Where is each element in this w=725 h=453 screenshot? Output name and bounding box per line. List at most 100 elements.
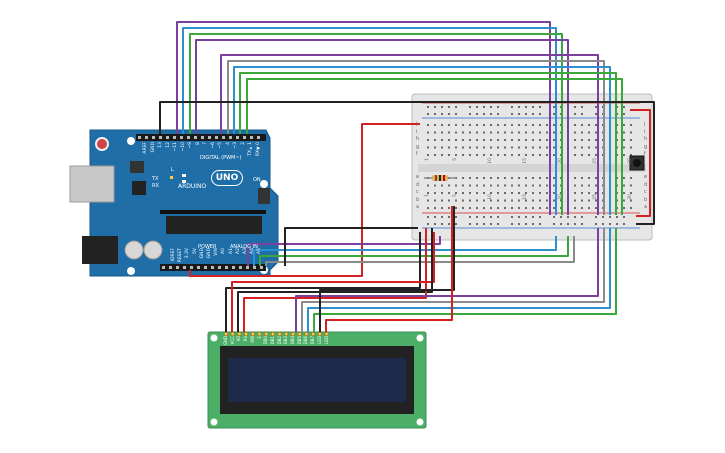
resistor — [424, 175, 456, 181]
power-analog-pin-label: GND — [207, 248, 212, 259]
wire-purple-3 — [220, 54, 599, 215]
breadboard-column-number: 30 — [628, 158, 633, 164]
lcd-module — [207, 331, 427, 429]
digital-pin-label: RX◀0 — [255, 142, 261, 157]
wire-purple-5 — [295, 228, 599, 332]
wire-green-2 — [239, 72, 617, 215]
wire-black-5 — [284, 227, 418, 266]
wire-red-3 — [231, 232, 435, 332]
arduino-model-badge: UNO — [211, 170, 243, 186]
breadboard-row-letter: e — [416, 174, 420, 180]
lcd-pin-label: RS — [243, 336, 249, 342]
lcd-pin-label: LED — [316, 336, 322, 344]
breadboard-column-number: 30 — [628, 194, 633, 200]
breadboard-row-letter: b — [644, 196, 648, 203]
breadboard-row-letter: d — [416, 181, 420, 188]
lcd-pin-label: V0 — [236, 336, 242, 342]
breadboard-column-number: 20 — [558, 194, 563, 200]
wire-black-2 — [420, 101, 655, 225]
wire-blue-2 — [233, 66, 611, 215]
breadboard-row-letter: c — [644, 189, 647, 195]
usb-port — [69, 165, 115, 203]
wire-black-3 — [225, 232, 421, 332]
power-analog-pin-label: A5 — [257, 248, 263, 254]
power-analog-pin-label: A0 — [221, 248, 227, 254]
tx-indicator-label: TX — [152, 176, 159, 182]
breadboard-row-letter: h — [644, 136, 648, 142]
lcd-pin-label: DB2 — [276, 336, 282, 345]
lcd-pin-label: DB6 — [303, 336, 309, 345]
lcd-pin-label: DB5 — [296, 336, 302, 345]
breadboard-column-number: 5 — [453, 194, 458, 197]
lcd-pin-label: DB4 — [290, 336, 295, 345]
power-analog-pin-label: VIN — [214, 248, 220, 256]
breadboard-row-letter: c — [416, 189, 419, 195]
atmega-chip — [166, 216, 262, 234]
lcd-pin-label: LED — [323, 336, 329, 344]
wire-red-1 — [189, 123, 420, 277]
wire-green-5 — [313, 228, 617, 332]
breadboard-row-letter: f — [644, 151, 646, 157]
analog-header-label: ANALOG IN — [230, 244, 258, 250]
lcd-pin-label: DB1 — [269, 336, 275, 345]
digital-pin-label: 2 — [240, 142, 246, 145]
wire-purple-2 — [195, 39, 569, 215]
wires — [159, 21, 655, 332]
breadboard-column-number: 5 — [453, 158, 458, 161]
digital-pin-label: AREF — [143, 142, 148, 154]
breadboard-row-letter: h — [416, 136, 420, 142]
breadboard-column-number: 10 — [488, 194, 493, 200]
power-analog-pin-label: 3.3V — [185, 248, 191, 259]
wire-black-6 — [319, 206, 455, 332]
power-analog-pin-label: IOREF — [171, 248, 176, 262]
lcd-pin-label: DB7 — [310, 336, 316, 345]
breadboard-row-letter: f — [416, 151, 418, 157]
power-header-label: POWER — [198, 244, 217, 250]
push-button[interactable] — [629, 155, 645, 171]
breadboard-row-letter: a — [644, 204, 648, 210]
digital-pin-label: ~11 — [173, 142, 178, 152]
lcd-pin-label: E — [256, 336, 262, 339]
lcd-pin-label: DB3 — [283, 336, 289, 345]
digital-pin-label: 8 — [195, 142, 201, 145]
wire-red-4 — [243, 228, 427, 332]
breadboard-row-letter: i — [644, 128, 646, 135]
breadboard-column-number: 20 — [558, 158, 563, 164]
digital-pin-label: GND — [150, 142, 156, 153]
wire-black-4 — [237, 228, 433, 332]
digital-pin-label: ~5 — [218, 142, 223, 149]
header-pins — [138, 136, 263, 269]
wire-red-2 — [630, 109, 651, 217]
breadboard-row-letter: g — [416, 143, 420, 150]
wire-blue-3 — [253, 236, 557, 266]
breadboard-column-number: 25 — [593, 194, 598, 200]
breadboard-row-letter: a — [416, 204, 420, 210]
wire-purple-1 — [176, 21, 551, 215]
digital-pin-label: ~6 — [210, 142, 216, 149]
wire-green-4 — [259, 236, 569, 266]
power-jack — [82, 236, 118, 264]
power-analog-pin-label: A2 — [235, 248, 241, 254]
digital-pin-label: ~9 — [188, 142, 193, 149]
lcd-pin-label: GND — [223, 336, 228, 346]
on-indicator-label: ON — [253, 177, 261, 183]
breadboard-row-letter: g — [644, 143, 648, 150]
breadboard-column-number: 15 — [523, 158, 528, 164]
lcd-pin-label: VCC — [229, 336, 235, 345]
breadboard-column-number: 1 — [425, 194, 430, 197]
power-analog-pin-label: GND — [199, 248, 205, 259]
wire-black-1 — [159, 101, 420, 134]
lcd-pin-label: DB0 — [263, 336, 269, 345]
digital-pin-label: 7 — [203, 142, 208, 145]
breadboard-column-number: 1 — [425, 158, 430, 161]
rx-indicator-label: RX — [152, 183, 159, 189]
wire-purple-4 — [247, 236, 441, 266]
digital-pin-label: TX▸1 — [248, 142, 253, 156]
reset-button — [95, 137, 109, 151]
wire-green-1 — [189, 33, 563, 215]
arduino-brand-label: ARDUINO — [178, 183, 207, 190]
breadboard-column-number: 25 — [593, 158, 598, 164]
breadboard-row-letter: d — [644, 181, 648, 188]
digital-header-label: DIGITAL (PWM~) — [200, 155, 242, 161]
